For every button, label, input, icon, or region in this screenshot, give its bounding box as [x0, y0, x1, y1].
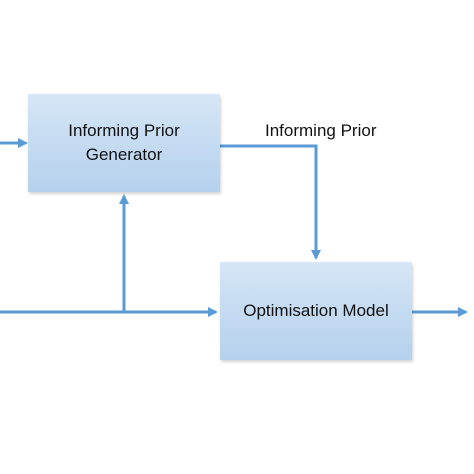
generator-label: Informing Prior Generator [68, 119, 179, 167]
generator-label-line1: Informing Prior [68, 121, 180, 141]
model-label: Optimisation Model [243, 301, 389, 321]
arrow-generator-to-model [220, 144, 321, 260]
informing-prior-generator-box: Informing Prior Generator [28, 94, 220, 192]
optimisation-model-box: Optimisation Model [220, 262, 412, 360]
generator-label-line2: Generator [85, 145, 163, 164]
informing-prior-edge-label: Informing Prior [265, 121, 377, 140]
